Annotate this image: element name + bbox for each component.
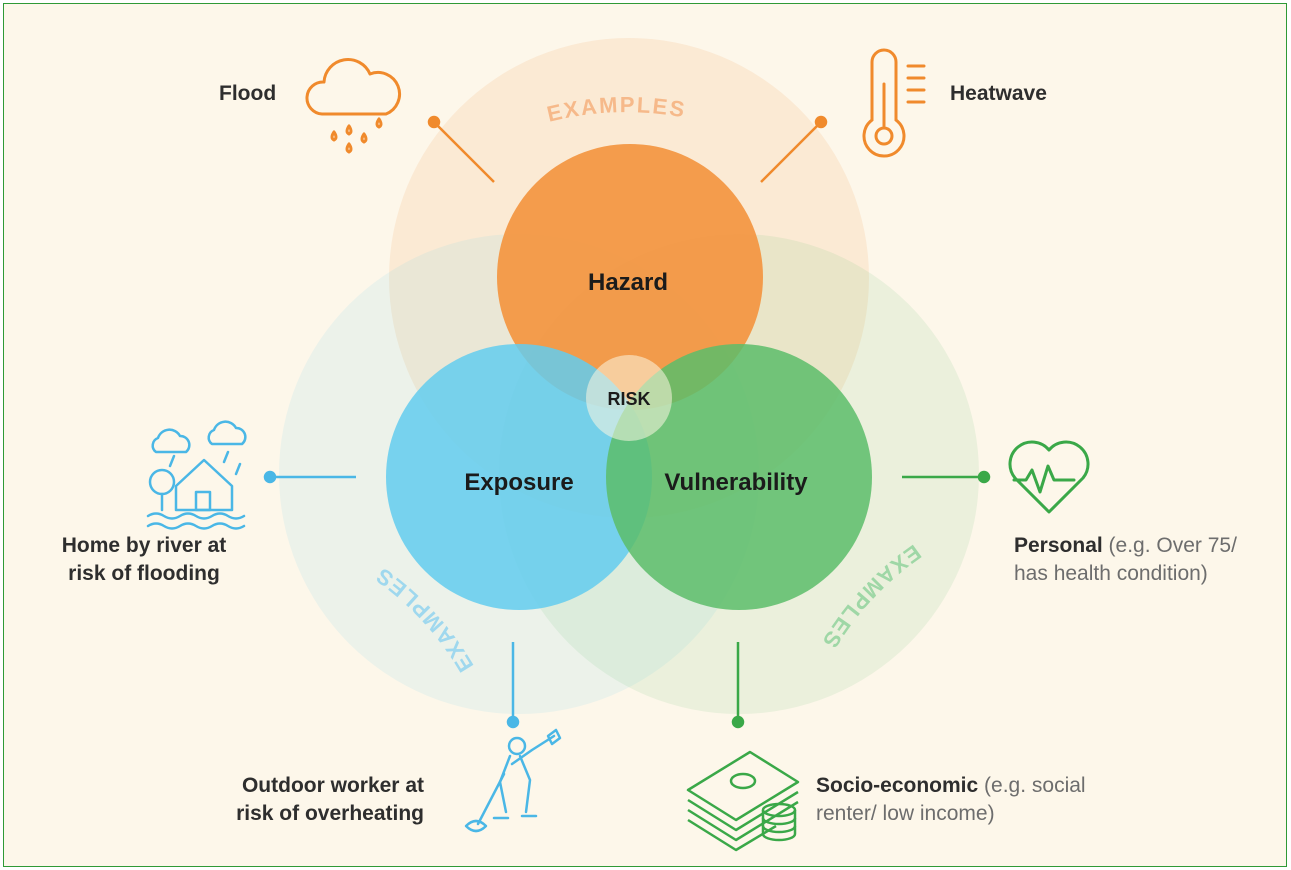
money-stack-icon <box>686 750 800 852</box>
risk-venn-diagram: EXAMPLES EXAMPLES EXAMPLES RISK Hazard E… <box>146 38 1090 852</box>
heatwave-connector <box>760 115 828 183</box>
personal-connector <box>902 470 991 484</box>
outdoor-worker-icon <box>464 728 562 833</box>
socio-connector <box>731 642 745 729</box>
diagram-frame: EXAMPLES EXAMPLES EXAMPLES RISK Hazard E… <box>3 3 1287 867</box>
vulnerability-label: Vulnerability <box>664 469 808 496</box>
exposure-label: Exposure <box>464 469 573 496</box>
exposure-circle <box>386 344 652 610</box>
heart-rate-icon <box>1008 440 1090 514</box>
worker-connector <box>506 642 520 729</box>
home-connector <box>263 470 356 484</box>
personal-label: Personal (e.g. Over 75/has health condit… <box>1014 534 1237 585</box>
flood-connector <box>427 115 495 183</box>
vulnerability-circle <box>606 344 872 610</box>
heatwave-label: Heatwave <box>950 82 1047 105</box>
risk-label: RISK <box>607 389 650 409</box>
hazard-label: Hazard <box>588 269 668 296</box>
flooded-house-icon <box>146 420 247 530</box>
flood-label: Flood <box>219 82 277 105</box>
thermometer-icon <box>862 48 926 158</box>
rain-cloud-icon <box>305 57 402 154</box>
hazard-circle <box>497 144 763 410</box>
risk-center-circle <box>586 355 672 441</box>
